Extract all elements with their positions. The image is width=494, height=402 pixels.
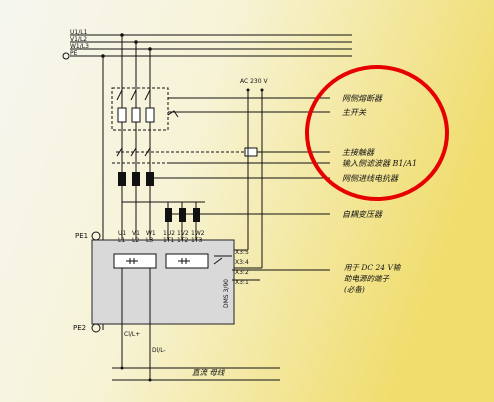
terminal-1t2: 1T2 <box>177 237 188 244</box>
terminal-x3-4: X3:4 <box>235 259 249 266</box>
annotation-main-switch: 主开关 <box>342 108 367 117</box>
input-filter-reactor <box>112 162 168 240</box>
leader-lines <box>154 97 330 179</box>
annotation-dc24-line2: 助电源的端子 <box>344 274 389 283</box>
terminal-l2: L2 <box>132 237 139 244</box>
annotation-dc24-line1: 用于 DC 24 V输 <box>344 263 402 272</box>
annotation-transformer: 自耦变压器 <box>342 210 383 219</box>
ac-voltage-label: AC 230 V <box>240 78 268 85</box>
annotation-dc24-line3: (必备) <box>344 285 365 294</box>
bus-lines: U1/L1 V1/L2 W1/L3 PE <box>62 29 352 60</box>
terminal-labels: U1 V1 W1 1U2 1V2 1W2 L1 L2 L3 1T1 1T2 1T… <box>73 230 249 354</box>
annotation-contactor: 主接触器 <box>342 148 375 157</box>
autotransformer <box>122 201 330 240</box>
terminal-x3-2: X3:2 <box>235 269 249 276</box>
fuse-switch <box>111 87 179 172</box>
highlight-circle <box>305 65 449 201</box>
dc-plus-label: Cl/L+ <box>124 331 140 338</box>
device-type-label: DMS 3/90 <box>223 279 230 308</box>
ac-supply: AC 230 V <box>232 78 268 269</box>
terminal-l3: L3 <box>146 237 153 244</box>
annotation-input-filter: 输入侧滤波器 B1/A1 <box>342 159 417 168</box>
bus-label-l2: V1/L2 <box>70 36 87 43</box>
pe2-label: PE2 <box>73 324 86 332</box>
annotation-reactor: 网侧进线电抗器 <box>342 174 399 183</box>
dc-minus-label: Dl/L- <box>152 347 166 354</box>
terminal-u1: U1 <box>118 230 126 237</box>
bus-label-l1: U1/L1 <box>70 29 88 36</box>
bus-label-l3: W1/L3 <box>70 43 89 50</box>
terminal-x3-1: X3:1 <box>235 279 249 286</box>
annotation-isolator: 网侧熔断器 <box>342 94 383 103</box>
terminal-1t3: 1T3 <box>191 237 202 244</box>
annotations: 网侧熔断器 主开关 主接触器 输入侧滤波器 B1/A1 网侧进线电抗器 自耦变压… <box>342 94 417 294</box>
bus-label-pe: PE <box>70 50 78 57</box>
pe1-label: PE1 <box>75 232 88 240</box>
terminal-1v2: 1V2 <box>177 230 189 237</box>
terminal-x3-5: X3:5 <box>235 249 249 256</box>
dc-bus: 直流 母线 <box>112 324 280 382</box>
terminal-1u2: 1U2 <box>163 230 175 237</box>
terminal-1t1: 1T1 <box>163 237 174 244</box>
dc-bus-label: 直流 母线 <box>192 368 226 377</box>
terminal-1w2: 1W2 <box>191 230 205 237</box>
soft-starter-device: DMS 3/90 <box>91 239 330 340</box>
phase-conductors <box>120 33 152 108</box>
terminal-l1: L1 <box>118 237 125 244</box>
terminal-v1: V1 <box>132 230 140 237</box>
terminal-w1: W1 <box>146 230 156 237</box>
